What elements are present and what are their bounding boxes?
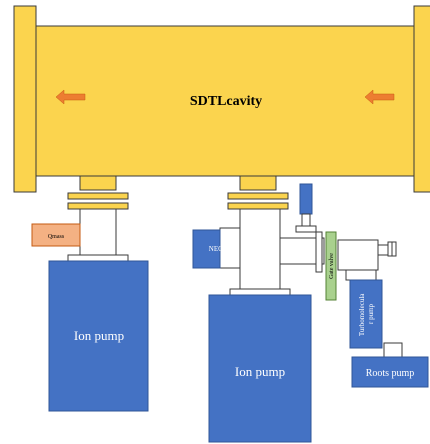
cavity-right-flange	[413, 5, 430, 193]
side-outlet-flange	[315, 231, 323, 273]
turbo-right-stub	[377, 244, 389, 256]
turbo-inlet-flange	[337, 239, 379, 271]
left-port-flange-lower	[67, 192, 129, 200]
sdtl-cavity: SDTLcavity	[13, 5, 430, 193]
gauge-body	[299, 183, 313, 215]
roots-pump-body	[351, 356, 429, 388]
ion-pump-left-label: Ion pump	[74, 328, 124, 343]
qmass-label: Qmass	[48, 234, 65, 240]
turbo-pump-label: Turbomolecula r pump	[358, 292, 375, 336]
qmass-box	[31, 223, 81, 247]
left-pump-flange	[67, 254, 129, 262]
center-pump-flange	[229, 288, 291, 296]
left-port-flange-top	[79, 175, 117, 191]
gate-valve-label: Gate valve	[329, 253, 335, 279]
roots-pump: Roots pump	[351, 356, 429, 388]
center-port-flange-top	[239, 175, 277, 191]
center-port-flange-bottom	[227, 202, 289, 210]
beam-arrow-right	[364, 89, 395, 105]
beam-arrow-left	[55, 89, 86, 105]
gauge-neck	[301, 213, 311, 227]
roots-pump-label: Roots pump	[366, 368, 415, 379]
turbo-pump-label-line1: Turbomolecula	[358, 293, 366, 336]
turbo-pump-body	[349, 279, 383, 349]
ion-pump-right-label: Ion pump	[235, 364, 285, 379]
neg-pump-box	[192, 229, 221, 269]
cavity-left-flange	[13, 5, 37, 193]
turbo-neck	[345, 269, 377, 281]
center-port-pipe	[239, 208, 281, 290]
center-port-flange-lower	[227, 192, 289, 200]
ion-pump-right: Ion pump	[208, 294, 312, 443]
left-port-pipe	[79, 208, 117, 256]
ion-pump-left-body	[48, 260, 149, 412]
turbo-assembly: Turbomolecula r pump	[337, 239, 403, 358]
turbo-pump-label-line2: r pump	[367, 303, 375, 324]
ion-pump-left: Ion pump	[48, 260, 149, 412]
ion-pump-right-body	[208, 294, 312, 443]
left-port-flange-bottom	[67, 202, 129, 210]
left-port-assembly: Qmass	[31, 175, 129, 262]
gate-valve: Gate valve	[325, 231, 337, 301]
cavity-body	[35, 25, 415, 177]
turbo-exhaust-pipe	[383, 342, 403, 358]
neg-label: NEG	[209, 245, 223, 253]
cavity-label: SDTLcavity	[190, 94, 262, 109]
gauge-flange	[295, 225, 317, 233]
center-port-assembly: NEG	[192, 175, 325, 296]
gate-valve-body	[325, 231, 337, 301]
